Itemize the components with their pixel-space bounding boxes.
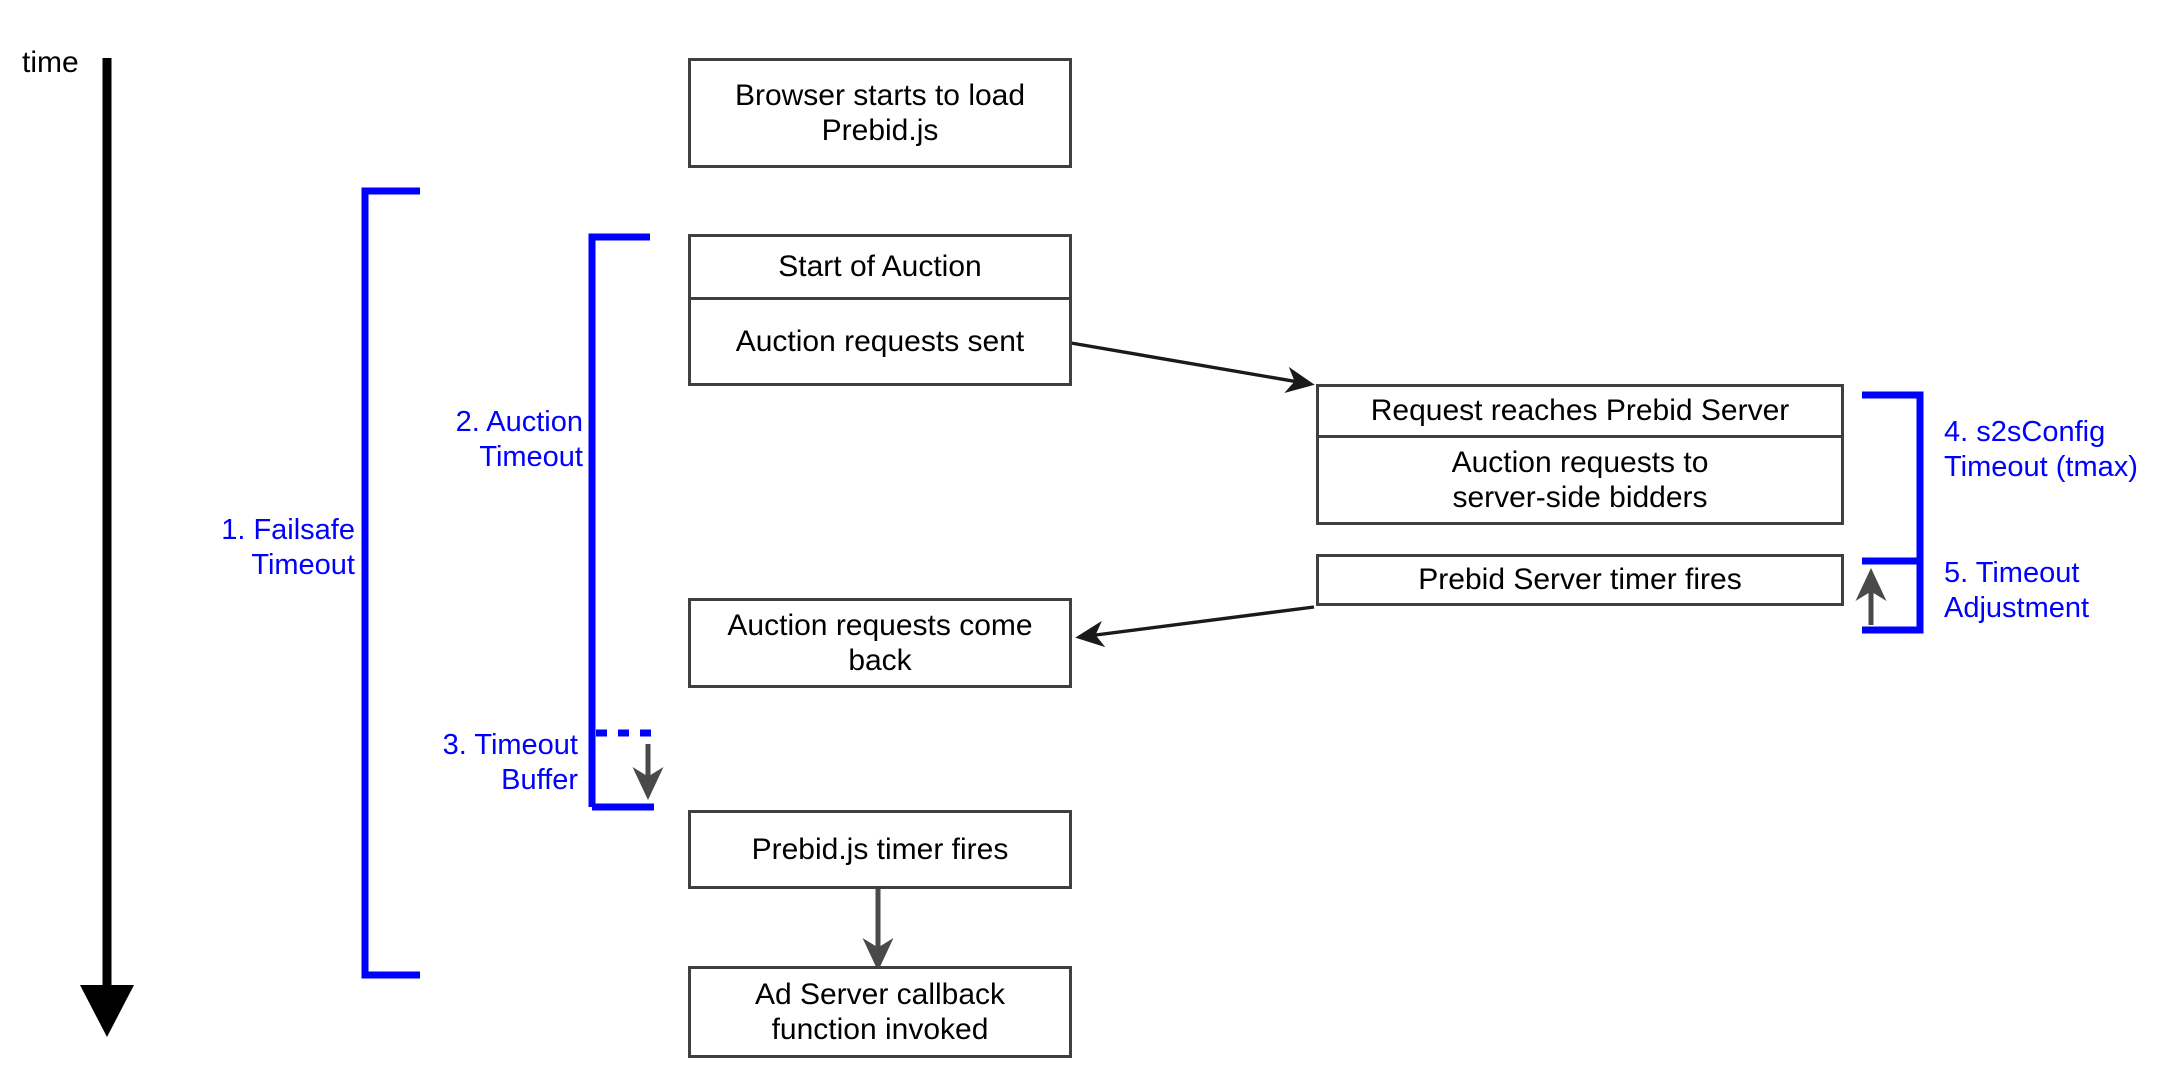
box-browser-load[interactable]: Browser starts to load Prebid.js — [688, 58, 1072, 168]
box-auction-requests-server-side[interactable]: Auction requests to server-side bidders — [1316, 438, 1844, 525]
box-auction-requests-sent[interactable]: Auction requests sent — [688, 300, 1072, 386]
label-timeout-buffer: 3. Timeout Buffer — [442, 729, 578, 796]
label-timeout-adjustment: 5. Timeout Adjustment — [1944, 557, 2090, 624]
box-start-of-auction[interactable]: Start of Auction — [688, 234, 1072, 300]
time-axis-arrow — [80, 58, 134, 1037]
bracket-failsafe-timeout — [361, 187, 420, 979]
box-prebid-server-timer-fires[interactable]: Prebid Server timer fires — [1316, 554, 1844, 606]
label-s2sconfig-timeout: 4. s2sConfig Timeout (tmax) — [1944, 416, 2138, 483]
box-auction-requests-come-back[interactable]: Auction requests come back — [688, 598, 1072, 688]
bracket-auction-timeout — [588, 233, 650, 807]
connector-auction-sent-to-pbs — [1070, 341, 1315, 394]
box-request-reaches-prebid-server[interactable]: Request reaches Prebid Server — [1316, 384, 1844, 438]
label-auction-timeout: 2. Auction Timeout — [455, 406, 583, 473]
box-ad-server-callback[interactable]: Ad Server callback function invoked — [688, 966, 1072, 1058]
time-axis-label: time — [22, 46, 79, 79]
label-failsafe-timeout: 1. Failsafe Timeout — [221, 514, 355, 581]
bracket-timeout-adjustment — [1855, 567, 1920, 634]
connector-pbs-timer-to-auction-back — [1075, 605, 1315, 648]
bracket-timeout-buffer — [592, 729, 664, 811]
box-prebidjs-timer-fires[interactable]: Prebid.js timer fires — [688, 810, 1072, 889]
